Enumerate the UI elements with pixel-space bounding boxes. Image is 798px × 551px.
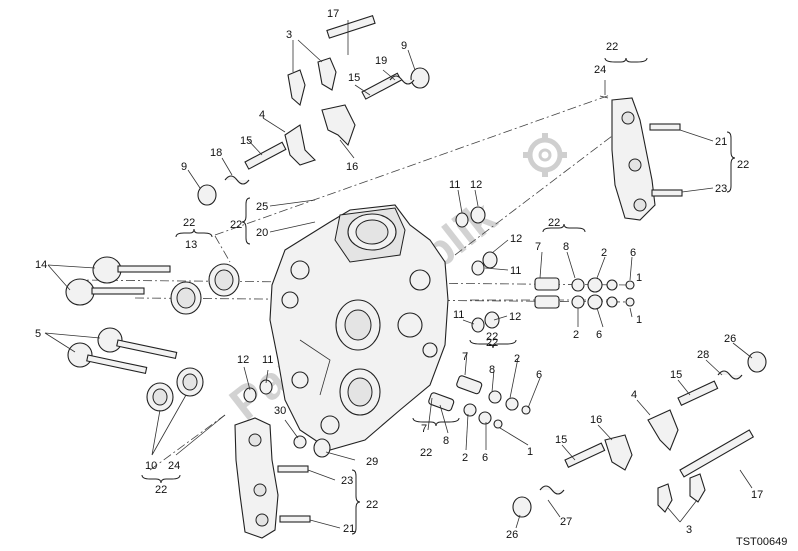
callout-23: 23 [341, 475, 353, 487]
callout-25: 25 [256, 201, 268, 213]
callout-1: 1 [636, 314, 642, 326]
callout-10: 10 [145, 460, 157, 472]
callout-30: 30 [274, 405, 286, 417]
callout-29: 29 [366, 456, 378, 468]
camshaft-cap-right [599, 95, 683, 221]
callout-8: 8 [489, 364, 495, 376]
grouping-braces [141, 57, 736, 535]
callout-3: 3 [286, 29, 292, 41]
callout-28: 28 [697, 349, 709, 361]
callout-12: 12 [470, 179, 482, 191]
callout-18: 18 [210, 147, 222, 159]
callout-5: 5 [35, 328, 41, 340]
callout-27: 27 [560, 516, 572, 528]
callout-6: 6 [596, 329, 602, 341]
callout-22: 22 [548, 217, 560, 229]
callout-2: 2 [514, 353, 520, 365]
callout-9: 9 [181, 161, 187, 173]
callout-15: 15 [670, 369, 682, 381]
callout-11: 11 [449, 179, 460, 191]
callout-11: 11 [453, 309, 464, 321]
callout-3: 3 [686, 524, 692, 536]
callout-16: 16 [346, 161, 358, 173]
callout-24: 24 [168, 460, 180, 472]
callout-21: 21 [343, 523, 355, 535]
cylinder-head [269, 204, 449, 451]
callout-24: 24 [594, 64, 606, 76]
callout-labels: 17 3 9 19 15 16 4 15 18 9 22 24 21 23 22… [35, 8, 787, 548]
callout-14: 14 [35, 259, 47, 271]
rocker-group-top [197, 14, 430, 206]
callout-22: 22 [486, 337, 498, 349]
callout-22: 22 [366, 499, 378, 511]
camshaft-cap-left [234, 417, 311, 539]
callout-6: 6 [630, 247, 636, 259]
callout-22: 22 [737, 159, 749, 171]
tappet-assemblies [428, 277, 635, 429]
callout-22: 22 [183, 217, 195, 229]
diagram-code: TST00649 [736, 536, 787, 548]
callout-9: 9 [401, 40, 407, 52]
callout-2: 2 [573, 329, 579, 341]
callout-1: 1 [636, 272, 642, 284]
callout-15: 15 [240, 135, 252, 147]
callout-7: 7 [421, 423, 427, 435]
intake-valves [65, 256, 178, 374]
valve-seats [146, 263, 240, 412]
callout-8: 8 [563, 241, 569, 253]
callout-11: 11 [262, 354, 273, 366]
callout-4: 4 [259, 109, 265, 121]
callout-1: 1 [527, 446, 533, 458]
callout-26: 26 [724, 333, 736, 345]
callout-4: 4 [631, 389, 637, 401]
callout-7: 7 [535, 241, 541, 253]
callout-26: 26 [506, 529, 518, 541]
callout-13: 13 [185, 239, 197, 251]
callout-20: 20 [256, 227, 268, 239]
callout-17: 17 [751, 489, 763, 501]
callout-22: 22 [155, 484, 167, 496]
callout-8: 8 [443, 435, 449, 447]
callout-12: 12 [237, 354, 249, 366]
callout-12: 12 [510, 233, 522, 245]
callout-23: 23 [715, 183, 727, 195]
callout-2: 2 [601, 247, 607, 259]
callout-12: 12 [509, 311, 521, 323]
gear-watermark-icon [523, 133, 567, 177]
leader-lines [44, 20, 753, 529]
callout-16: 16 [590, 414, 602, 426]
callout-11: 11 [510, 265, 521, 277]
callout-22: 22 [486, 331, 498, 343]
callout-6: 6 [536, 369, 542, 381]
callout-17: 17 [327, 8, 339, 20]
rocker-group-bottom [512, 351, 767, 518]
valve-seals [243, 206, 500, 458]
callout-22: 22 [606, 41, 618, 53]
callout-21: 21 [715, 136, 727, 148]
callout-22: 22 [420, 447, 432, 459]
callout-2: 2 [462, 452, 468, 464]
callout-22: 22 [230, 219, 242, 231]
callout-7: 7 [462, 351, 468, 363]
callout-15: 15 [555, 434, 567, 446]
callout-19: 19 [375, 55, 387, 67]
callout-6: 6 [482, 452, 488, 464]
callout-15: 15 [348, 72, 360, 84]
